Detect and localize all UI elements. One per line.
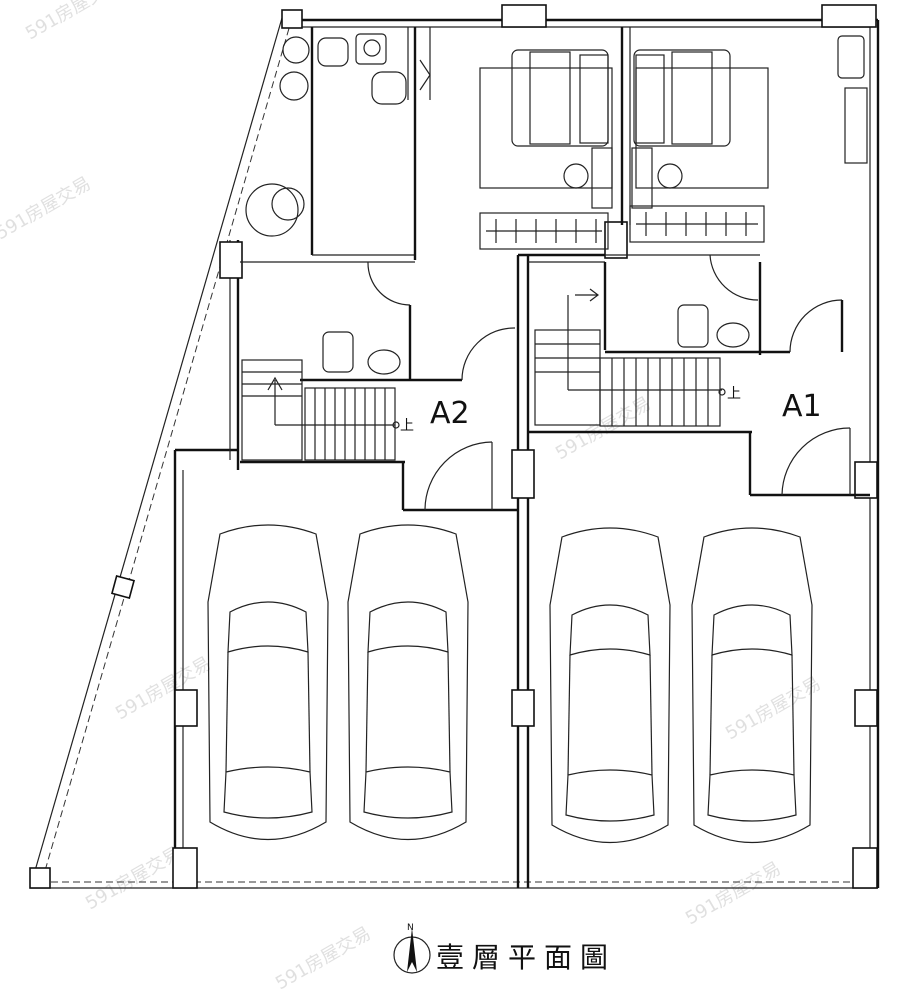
watermark: 591房屋交易: [272, 923, 375, 994]
property-line: [29, 17, 878, 889]
car-3: [549, 527, 671, 844]
stairs-a2: 上: [240, 359, 518, 512]
watermark: 591房屋交易: [112, 653, 215, 724]
car-1: [207, 524, 329, 841]
unit-label-a2: A2: [430, 396, 470, 431]
car-4: [691, 527, 813, 844]
columns: [29, 4, 878, 889]
watermark: 591房屋交易: [552, 393, 655, 464]
upper-left-rooms: [240, 27, 516, 382]
watermark: 591房屋交易: [682, 858, 785, 929]
parking-cars: [207, 524, 813, 844]
unit-label-a1: A1: [782, 389, 822, 424]
rooms-a1: 上: [528, 35, 870, 497]
car-2: [347, 524, 469, 841]
watermark: 591房屋交易: [0, 173, 95, 244]
watermark: 591房屋交易: [82, 843, 185, 914]
stair-up-mark-a2: 上: [400, 418, 414, 434]
bedrooms: [479, 27, 769, 250]
watermark: 591房屋交易: [722, 673, 825, 744]
outer-walls: [173, 18, 880, 888]
watermarks: 591房屋交易 591房屋交易 591房屋交易 591房屋交易 591房屋交易 …: [0, 0, 825, 994]
stair-up-mark-a1: 上: [727, 386, 741, 402]
north-mark: N: [407, 923, 414, 933]
north-arrow-icon: N: [393, 923, 431, 974]
watermark: 591房屋交易: [22, 0, 125, 44]
plan-title: 壹層平面圖: [436, 941, 616, 974]
